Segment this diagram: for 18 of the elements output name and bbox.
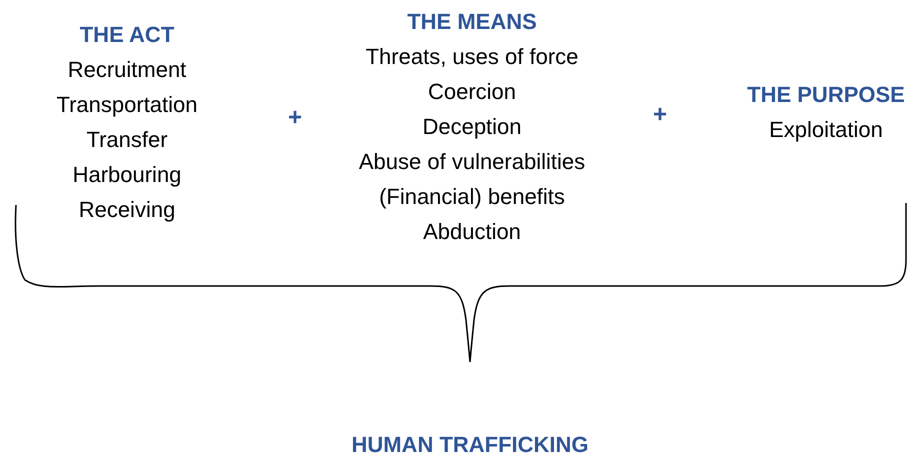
column-heading: THE PURPOSE xyxy=(747,82,905,108)
list-item: Deception xyxy=(422,114,522,140)
column-heading: THE ACT xyxy=(80,22,174,48)
diagram-title: HUMAN TRAFFICKING xyxy=(351,432,589,458)
plus-sign: + xyxy=(653,102,667,128)
list-item: Threats, uses of force xyxy=(366,44,578,70)
list-item: Exploitation xyxy=(769,117,883,143)
list-item: Abuse of vulnerabilities xyxy=(358,149,586,175)
list-item: Abduction xyxy=(423,219,521,245)
plus-sign: + xyxy=(288,105,302,131)
list-item: Coercion xyxy=(428,79,516,105)
list-item: Harbouring xyxy=(72,162,182,188)
list-item: Receiving xyxy=(78,197,176,223)
list-item: Transportation xyxy=(56,92,198,118)
column-heading: THE MEANS xyxy=(407,9,537,35)
list-item: Transfer xyxy=(86,127,168,153)
list-item: (Financial) benefits xyxy=(379,184,565,210)
list-item: Recruitment xyxy=(68,57,186,83)
